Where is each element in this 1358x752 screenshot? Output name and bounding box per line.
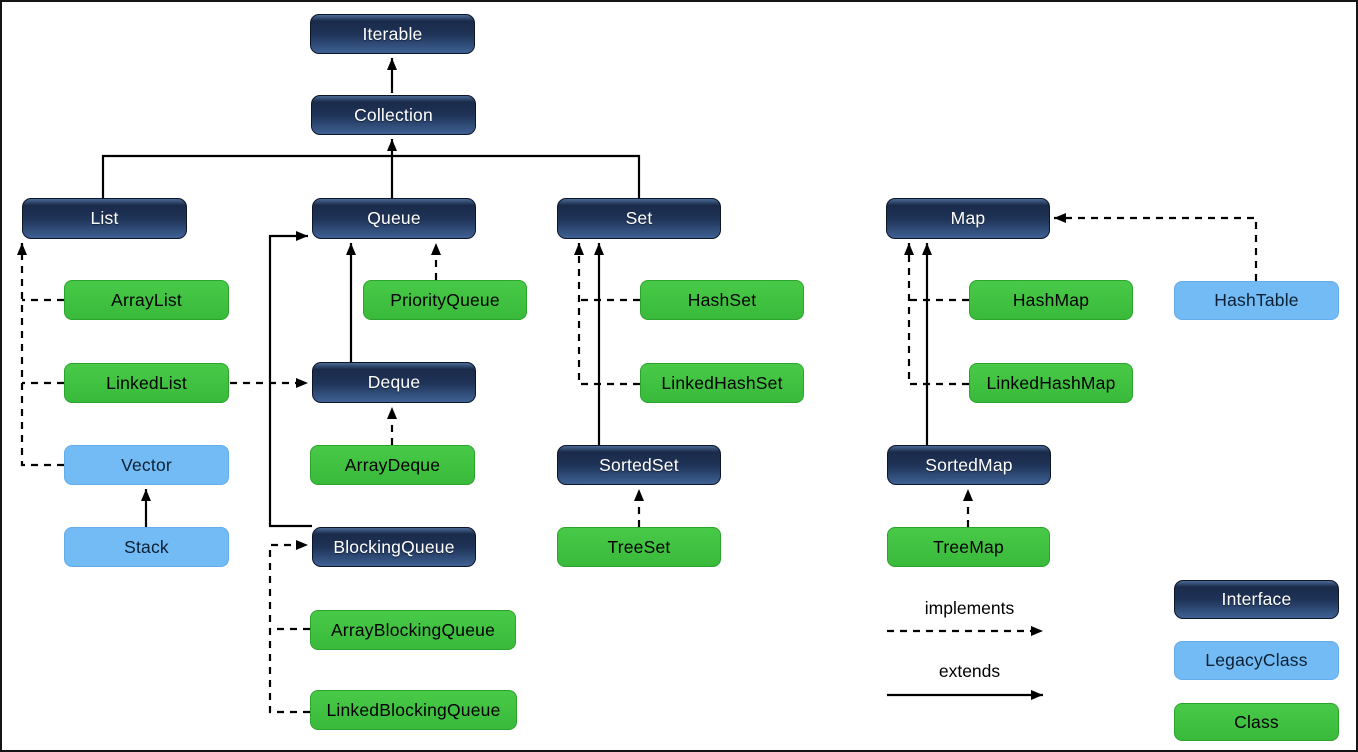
node-legend-legacyclass: LegacyClass [1174,641,1339,680]
node-list: List [22,198,187,239]
node-hashtable: HashTable [1174,281,1339,320]
node-linkedlist: LinkedList [64,363,229,403]
node-vector: Vector [64,445,229,485]
edge-collection-branch-line [101,154,641,198]
node-legend-class: Class [1174,703,1339,741]
node-stack: Stack [64,527,229,567]
node-sortedset: SortedSet [557,445,721,485]
node-iterable: Iterable [310,14,475,54]
node-blockingqueue: BlockingQueue [312,527,476,567]
node-treeset: TreeSet [557,527,721,567]
node-legend-interface: Interface [1174,580,1339,619]
node-hashmap: HashMap [969,280,1133,320]
legend-extends-label: extends [938,661,1001,681]
node-arraydeque: ArrayDeque [310,445,475,485]
node-linkedhashset: LinkedHashSet [640,363,804,403]
node-set: Set [557,198,721,239]
edge-map-implementors-to-map [904,243,969,386]
edge-blockingqueue-implementors [268,540,310,714]
edge-hashtable-to-map [1054,213,1258,281]
legend-implements-label: implements [924,598,1015,618]
node-linkedhashmap: LinkedHashMap [969,363,1133,403]
edge-set-implementors-to-set [574,243,640,386]
node-queue: Queue [312,198,476,239]
node-collection: Collection [311,95,476,135]
node-arrayblockingqueue: ArrayBlockingQueue [310,610,516,650]
node-arraylist: ArrayList [64,280,229,320]
node-hashset: HashSet [640,280,804,320]
node-linkedblockingqueue: LinkedBlockingQueue [310,690,517,730]
node-priorityqueue: PriorityQueue [363,280,527,320]
node-map: Map [886,198,1050,239]
edge-blockingqueue-to-queue [268,231,312,528]
edge-list-implementors-to-list [17,243,64,467]
node-deque: Deque [312,362,476,403]
node-treemap: TreeMap [887,527,1050,567]
node-sortedmap: SortedMap [887,445,1051,485]
